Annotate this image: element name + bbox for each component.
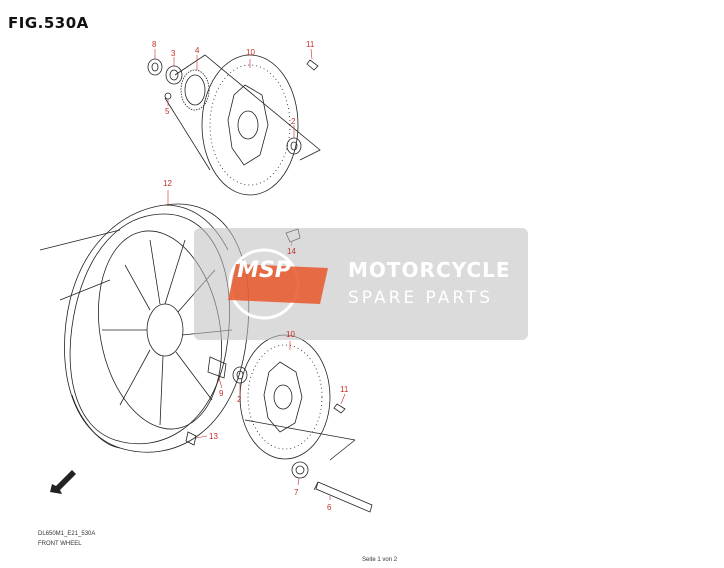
callout-2-lower: 2 xyxy=(237,395,242,404)
guide-line-upper-2 xyxy=(164,97,211,171)
msp-logo-text: MSP xyxy=(237,258,291,283)
axle-part-6 xyxy=(313,481,373,513)
spacer-part-9 xyxy=(207,356,227,379)
callout-2-upper: 2 xyxy=(291,117,296,126)
figure-title: FIG.530A xyxy=(8,14,89,32)
bearing-part-3 xyxy=(165,65,183,85)
guide-line-lower xyxy=(244,419,356,461)
watermark-title: MOTORCYCLE xyxy=(348,258,511,282)
diagram-name: FRONT WHEEL xyxy=(38,541,82,547)
watermark-banner: MSP MOTORCYCLE SPARE PARTS xyxy=(194,228,528,340)
callout-9: 9 xyxy=(219,389,224,398)
callout-10-lower: 10 xyxy=(286,330,295,339)
bolt-part-11-lower xyxy=(333,403,346,414)
page-number: Seite 1 von 2 xyxy=(362,557,398,563)
watermark-subtitle: SPARE PARTS xyxy=(348,288,494,308)
callout-11-upper: 11 xyxy=(306,40,315,49)
callout-5: 5 xyxy=(165,107,170,116)
callout-6: 6 xyxy=(327,503,332,512)
collar-part-7 xyxy=(291,461,309,479)
callout-7: 7 xyxy=(294,488,299,497)
callout-4: 4 xyxy=(195,46,200,55)
callout-10-upper: 10 xyxy=(246,48,255,57)
seal-part-8 xyxy=(147,58,163,76)
guide-line-upper xyxy=(174,54,321,161)
callout-13: 13 xyxy=(209,432,218,441)
brake-disc-lower-part-10 xyxy=(239,334,331,460)
brake-disc-upper-part-10 xyxy=(201,54,299,196)
fwd-arrow-icon xyxy=(50,470,76,494)
guide-line-wheel-2 xyxy=(59,279,111,301)
callout-8: 8 xyxy=(152,40,157,49)
msp-logo xyxy=(228,248,328,320)
callout-14: 14 xyxy=(287,247,296,256)
valve-part-13 xyxy=(185,431,197,446)
leader-lines xyxy=(154,48,346,500)
diagram-code: DL650M1_E21_530A xyxy=(38,531,96,537)
sensor-ring-part-4 xyxy=(180,69,210,111)
callout-11-lower: 11 xyxy=(340,385,349,394)
callout-12: 12 xyxy=(163,179,172,188)
callout-3: 3 xyxy=(171,49,176,58)
screw-part-5 xyxy=(164,92,172,100)
bolt-part-11-upper xyxy=(306,59,319,71)
bearing-part-2-upper xyxy=(286,137,302,155)
